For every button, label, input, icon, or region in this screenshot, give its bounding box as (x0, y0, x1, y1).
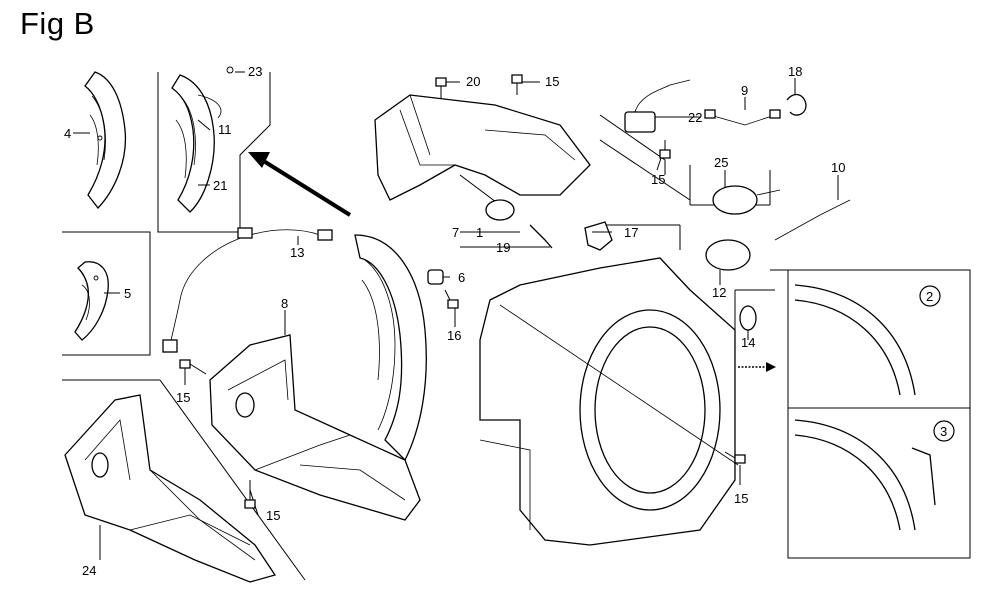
callout-17: 17 (624, 225, 638, 240)
callout-9: 9 (741, 83, 748, 98)
callout-22: 22 (688, 110, 702, 125)
callout-6: 6 (458, 270, 465, 285)
callout-21: 21 (213, 178, 227, 193)
part-5-bracket (74, 261, 109, 341)
part-13-cable (162, 227, 333, 353)
callout-13: 13 (290, 245, 304, 260)
callout-14: 14 (741, 335, 755, 350)
small-arrow (738, 362, 776, 372)
detail-marker-3 (933, 420, 955, 442)
callout-19: 19 (496, 240, 510, 255)
callout-23: 23 (248, 64, 262, 79)
part-24-lower-cover (64, 394, 277, 583)
part-22-module (624, 79, 691, 133)
detail-2 (794, 284, 916, 396)
upper-air-guide (374, 94, 591, 221)
figure-title: Fig B (20, 6, 95, 41)
callout-12: 12 (712, 285, 726, 300)
part-14-grommet (739, 305, 757, 331)
part-12-switch (705, 239, 751, 271)
callout-7: 7 (452, 225, 459, 240)
center-curved-shroud (354, 234, 427, 462)
callout-15-right: 15 (651, 172, 665, 187)
part-10-wire (774, 199, 851, 241)
part-25-switch (712, 185, 781, 215)
callout-16: 16 (447, 328, 461, 343)
callout-10: 10 (831, 160, 845, 175)
part-4-shroud (84, 71, 127, 210)
part-8-lower-shroud (209, 334, 421, 521)
fan-cover-main (479, 257, 739, 546)
callout-4: 4 (64, 126, 71, 141)
callout-15-left: 15 (176, 390, 190, 405)
callout-15-top: 15 (545, 74, 559, 89)
callout-20: 20 (466, 74, 480, 89)
part-11-21-shroud (171, 66, 234, 213)
callout-24: 24 (82, 563, 96, 578)
callout-25: 25 (714, 155, 728, 170)
callout-15-lower-right: 15 (734, 491, 748, 506)
section-frame-lines (62, 72, 971, 581)
part-17-bracket (584, 221, 613, 251)
callout-15-bottom: 15 (266, 508, 280, 523)
direction-arrow (248, 152, 352, 217)
callout-8: 8 (281, 296, 288, 311)
callout-18: 18 (788, 64, 802, 79)
callout-5: 5 (124, 286, 131, 301)
callout-11: 11 (218, 122, 232, 137)
detail-3 (794, 419, 936, 531)
callout-2: 2 (926, 289, 933, 304)
callout-3: 3 (940, 424, 947, 439)
bolts (179, 74, 746, 509)
part-6-clip (427, 269, 444, 285)
part-18-clip (786, 93, 807, 116)
part-9-wire (704, 109, 781, 126)
callout-1: 1 (476, 225, 483, 240)
detail-marker-2 (919, 285, 941, 307)
